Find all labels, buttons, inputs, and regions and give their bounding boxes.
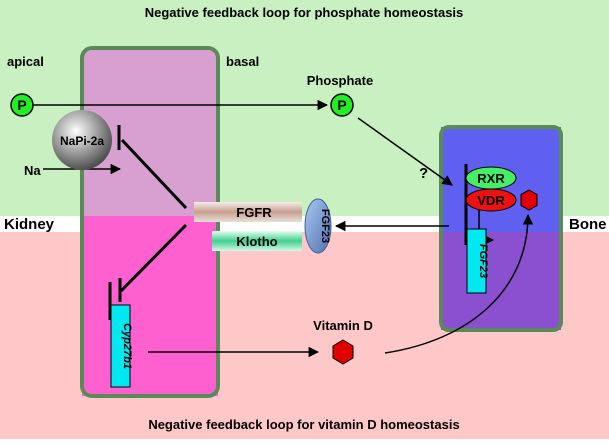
bone-label: Bone — [569, 216, 607, 233]
kidney-cell-lower — [82, 216, 218, 396]
fgfr-receptor — [194, 202, 302, 222]
kidney-cell-upper — [82, 48, 218, 224]
rxr-label: RXR — [477, 171, 505, 186]
vdr-receptor — [465, 188, 517, 212]
fgf23-label: FGF23 — [319, 209, 331, 243]
klotho-label: Klotho — [236, 234, 277, 249]
kidney-label: Kidney — [4, 216, 55, 233]
vdr-label: VDR — [477, 193, 505, 208]
inhibition-napi-line — [120, 138, 188, 210]
basal-label: basal — [226, 54, 259, 69]
inhibition-cyp-line — [119, 223, 188, 293]
bone-cell-lower — [441, 232, 561, 330]
cyp27b1-gene-box — [110, 304, 131, 388]
fgf23-hormone-icon — [304, 198, 332, 254]
klotho-receptor — [212, 231, 302, 251]
phosphate-icon-right — [330, 93, 354, 117]
phosphate-label: Phosphate — [307, 73, 373, 88]
na-label: Na — [24, 163, 41, 178]
apical-label: apical — [7, 54, 44, 69]
cyp27b1-gene-label: Cyp27b1 — [121, 323, 133, 369]
question-mark: ? — [419, 165, 428, 182]
napi-2a-transporter-icon — [52, 110, 112, 170]
top-title: Negative feedback loop for phosphate hom… — [145, 5, 464, 20]
phosphate-symbol-right: P — [337, 97, 346, 113]
phosphate-icon-left — [10, 93, 34, 117]
fgf23-gene-label: FGF23 — [477, 244, 489, 278]
napi-2a-label: NaPi-2a — [60, 134, 104, 148]
phosphate-to-bone-arrow — [357, 117, 453, 186]
vitamin-d-to-bone-arrow — [384, 213, 534, 354]
bone-cell-border — [439, 125, 563, 332]
vitamin-d-icon — [332, 339, 354, 365]
vitamin-d-bound-icon — [520, 189, 538, 211]
fgf23-gene-box — [466, 228, 487, 294]
fgfr-label: FGFR — [236, 205, 272, 220]
phosphate-symbol-left: P — [17, 97, 26, 113]
vitamin-d-label: Vitamin D — [313, 318, 373, 333]
bottom-title: Negative feedback loop for vitamin D hom… — [148, 417, 459, 432]
